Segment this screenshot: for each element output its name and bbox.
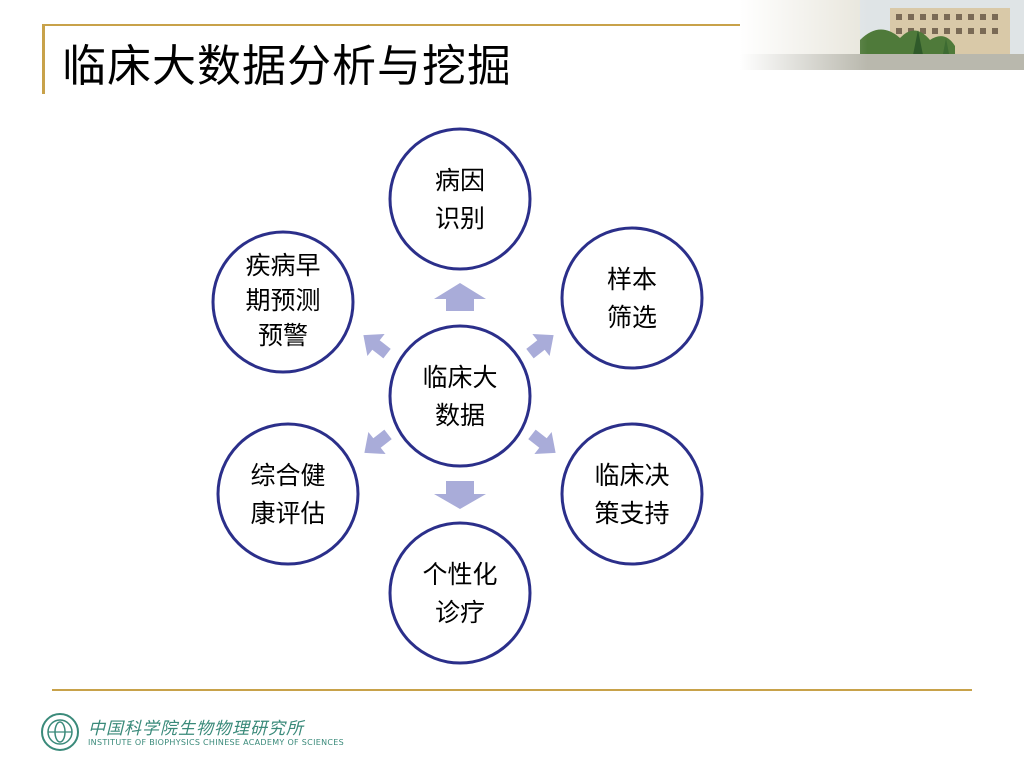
node-clinical-decision-support: 临床决 策支持 [560, 422, 704, 566]
node-sample-screening-line2: 筛选 [607, 303, 657, 332]
node-personalized-treatment: 个性化 诊疗 [388, 521, 532, 665]
arrow-to-clinical-decision-support [528, 429, 556, 455]
arrow-to-cause-identification [434, 283, 486, 311]
institute-name-chinese: 中国科学院生物物理研究所 [88, 719, 304, 739]
title-accent-horizontal [42, 24, 742, 26]
node-clinical-decision-support-line2: 策支持 [594, 499, 669, 528]
title-accent-vertical [42, 24, 45, 94]
node-early-disease-warning: 疾病早 期预测 预警 [211, 230, 355, 374]
footer-divider [52, 689, 972, 691]
node-health-assessment-line2: 康评估 [250, 499, 325, 528]
slide-title: 临床大数据分析与挖掘 [62, 41, 512, 92]
node-early-warning-line1: 疾病早 [245, 251, 320, 280]
center-node-line1: 临床大 [422, 363, 497, 392]
node-cause-identification-line1: 病因 [435, 166, 485, 195]
node-personalized-treatment-line1: 个性化 [422, 560, 497, 589]
node-clinical-decision-support-line1: 临床决 [594, 461, 669, 490]
institute-emblem-icon [41, 713, 79, 751]
center-node: 临床大 数据 [388, 324, 532, 468]
node-sample-screening-line1: 样本 [607, 265, 657, 294]
institute-name-english: INSTITUTE OF BIOPHYSICS CHINESE ACADEMY … [88, 738, 344, 747]
campus-building-photo [740, 0, 1024, 70]
arrow-to-health-assessment [364, 429, 392, 455]
arrow-to-early-warning [363, 333, 391, 359]
arrow-to-personalized-treatment [434, 481, 486, 509]
node-cause-identification-line2: 识别 [435, 204, 485, 233]
node-personalized-treatment-line2: 诊疗 [435, 598, 485, 627]
node-cause-identification: 病因 识别 [388, 127, 532, 271]
node-comprehensive-health-assessment: 综合健 康评估 [216, 422, 360, 566]
node-early-warning-line3: 预警 [258, 321, 308, 350]
node-early-warning-line2: 期预测 [245, 286, 320, 315]
node-health-assessment-line1: 综合健 [250, 461, 325, 490]
center-node-line2: 数据 [435, 401, 485, 430]
arrow-to-sample-screening [526, 333, 554, 359]
node-sample-screening: 样本 筛选 [560, 226, 704, 370]
